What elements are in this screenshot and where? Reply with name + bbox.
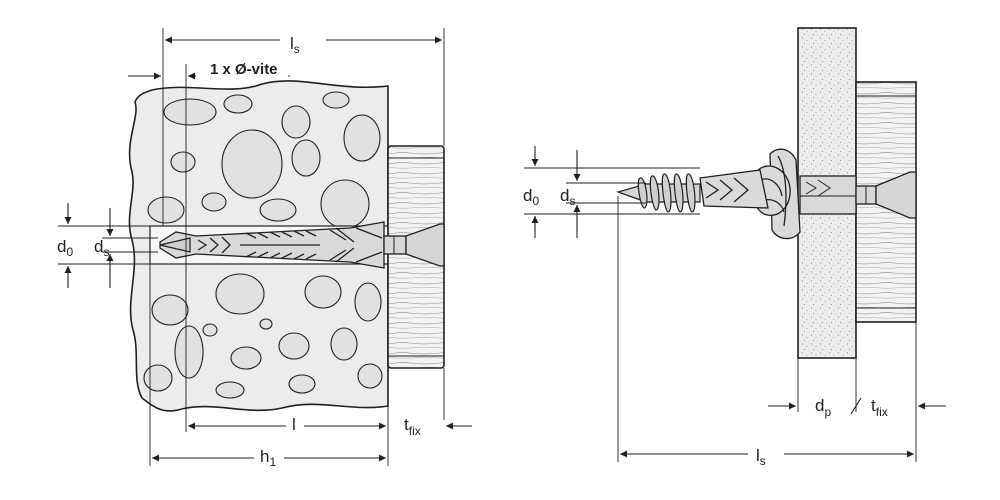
ls-right-label: ls bbox=[756, 446, 766, 468]
tfix-label: tfix bbox=[404, 415, 421, 438]
h1-label: h1 bbox=[260, 447, 276, 469]
vite-label: 1 x Ø-vite bbox=[210, 61, 278, 78]
anchor-plug bbox=[159, 221, 385, 269]
l-label: l bbox=[292, 415, 296, 434]
screw bbox=[383, 223, 445, 267]
extension-lines-right bbox=[524, 167, 917, 462]
dp-label: dp bbox=[815, 396, 831, 419]
knotted-anchor bbox=[699, 148, 801, 240]
aggregate-stones bbox=[143, 91, 383, 399]
d0-right-label: d0 bbox=[523, 186, 539, 208]
ds-right-label: ds bbox=[560, 186, 575, 208]
dp-tfix-tick bbox=[850, 397, 862, 415]
ls-label: ls bbox=[290, 34, 300, 56]
right-figure: d0 ds dp tfix ls bbox=[523, 27, 946, 468]
ds-label: ds bbox=[94, 237, 109, 259]
left-figure: ls 1 x Ø-vite d0 ds l tfix h1 bbox=[57, 28, 472, 469]
d0-label: d0 bbox=[57, 237, 73, 259]
extension-lines bbox=[58, 28, 445, 466]
tfix-right-label: tfix bbox=[871, 396, 888, 419]
screw-right bbox=[616, 171, 917, 219]
